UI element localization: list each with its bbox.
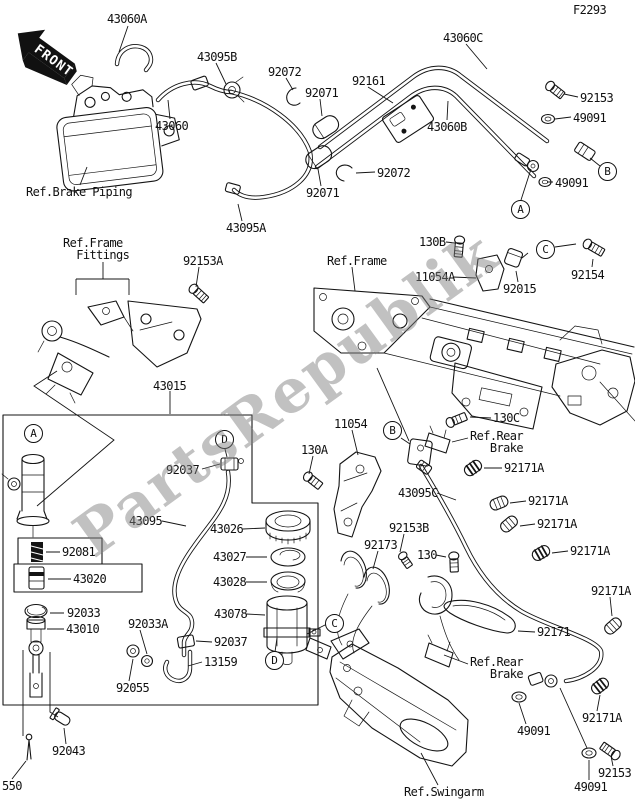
reference-label: Ref.Rear Brake bbox=[470, 429, 524, 455]
part-number-label: 92072 bbox=[377, 166, 411, 180]
part-number-label: 92033 bbox=[67, 606, 101, 620]
part-number-label: 92153A bbox=[183, 254, 223, 268]
part-number-label: 92171A bbox=[582, 711, 622, 725]
part-number-label: 92055 bbox=[116, 681, 150, 695]
part-number-label: 92173 bbox=[364, 538, 398, 552]
part-number-label: 92171A bbox=[504, 461, 544, 475]
part-number-label: 92071 bbox=[305, 86, 339, 100]
callout-d: D bbox=[215, 430, 234, 449]
part-number-label: 92033A bbox=[128, 617, 168, 631]
reference-label: Ref.Frame bbox=[327, 254, 387, 268]
part-number-label: 11054A bbox=[415, 270, 455, 284]
callout-d: D bbox=[265, 651, 284, 670]
part-number-label: 43060B bbox=[427, 120, 467, 134]
part-number-label: 92153B bbox=[389, 521, 429, 535]
part-number-label: 43015 bbox=[153, 379, 187, 393]
reservoir-exploded bbox=[126, 457, 332, 683]
front-arrow-icon: FRONT bbox=[17, 29, 77, 85]
part-number-label: 92153 bbox=[598, 766, 632, 780]
callout-c: C bbox=[536, 240, 555, 259]
part-number-label: 43010 bbox=[66, 622, 100, 636]
callout-c: C bbox=[325, 614, 344, 633]
part-number-label: 92071 bbox=[306, 186, 340, 200]
part-number-label: 92171 bbox=[537, 625, 571, 639]
reference-label: Ref.Swingarm bbox=[404, 785, 484, 799]
part-number-label: 43095C bbox=[398, 486, 438, 500]
abs-module-drawing bbox=[56, 74, 180, 192]
reference-label: Ref.Rear Brake bbox=[470, 655, 524, 681]
part-number-label: 130A bbox=[301, 443, 328, 457]
part-number-label: 13159 bbox=[204, 655, 238, 669]
page-code: F2293 bbox=[573, 3, 607, 17]
part-number-label: 49091 bbox=[555, 176, 589, 190]
part-number-label: 92171A bbox=[591, 584, 631, 598]
part-number-label: 43095A bbox=[226, 221, 266, 235]
part-number-label: 92161 bbox=[352, 74, 386, 88]
part-number-label: 43078 bbox=[214, 607, 248, 621]
part-number-label: 92072 bbox=[268, 65, 302, 79]
part-number-label: 49091 bbox=[574, 780, 608, 794]
callout-b: B bbox=[383, 421, 402, 440]
frame-drawing bbox=[313, 287, 635, 430]
leader-lines bbox=[11, 25, 614, 786]
part-number-label: 130 bbox=[417, 548, 437, 562]
brake-hoses-top bbox=[114, 44, 550, 200]
part-number-label: 43095B bbox=[197, 50, 237, 64]
part-number-label: 43060 bbox=[155, 119, 189, 133]
callout-a: A bbox=[24, 424, 43, 443]
part-number-label: 92015 bbox=[503, 282, 537, 296]
part-number-label: 92081 bbox=[62, 545, 96, 559]
part-number-label: 92154 bbox=[571, 268, 605, 282]
swingarm-drawing bbox=[329, 634, 469, 767]
callout-b: B bbox=[598, 162, 617, 181]
hardware-middle bbox=[453, 235, 606, 292]
part-number-label: 92037 bbox=[214, 635, 248, 649]
part-number-label: 43027 bbox=[213, 550, 247, 564]
part-number-label: 43060C bbox=[443, 31, 483, 45]
part-number-label: 92171A bbox=[537, 517, 577, 531]
part-number-label: 43095 bbox=[129, 514, 163, 528]
rear-hose-drawing bbox=[302, 412, 622, 761]
callout-a: A bbox=[511, 200, 530, 219]
hardware-top-right bbox=[514, 80, 596, 188]
part-number-label: 49091 bbox=[573, 111, 607, 125]
part-number-label: 49091 bbox=[517, 724, 551, 738]
part-number-label: 92043 bbox=[52, 744, 86, 758]
part-number-label: 92037 bbox=[166, 463, 200, 477]
part-number-label: 43026 bbox=[210, 522, 244, 536]
part-number-label: 92153 bbox=[580, 91, 614, 105]
part-number-label: 92171A bbox=[570, 544, 610, 558]
assembly-box-outline bbox=[2, 414, 319, 706]
part-number-label: 11054 bbox=[334, 417, 368, 431]
part-number-label: 43028 bbox=[213, 575, 247, 589]
part-number-label: 43060A bbox=[107, 12, 147, 26]
part-number-label: 92171A bbox=[528, 494, 568, 508]
reference-label: Ref.Brake Piping bbox=[26, 185, 133, 199]
frame-fittings-drawing bbox=[37, 283, 209, 404]
part-number-label: 550 bbox=[2, 779, 22, 793]
part-number-label: 130C bbox=[493, 411, 520, 425]
part-number-label: 43020 bbox=[73, 572, 107, 586]
reference-label: Ref.Frame Fittings bbox=[63, 236, 130, 262]
master-cylinder-exploded bbox=[1, 453, 143, 761]
part-number-label: 130B bbox=[419, 235, 446, 249]
